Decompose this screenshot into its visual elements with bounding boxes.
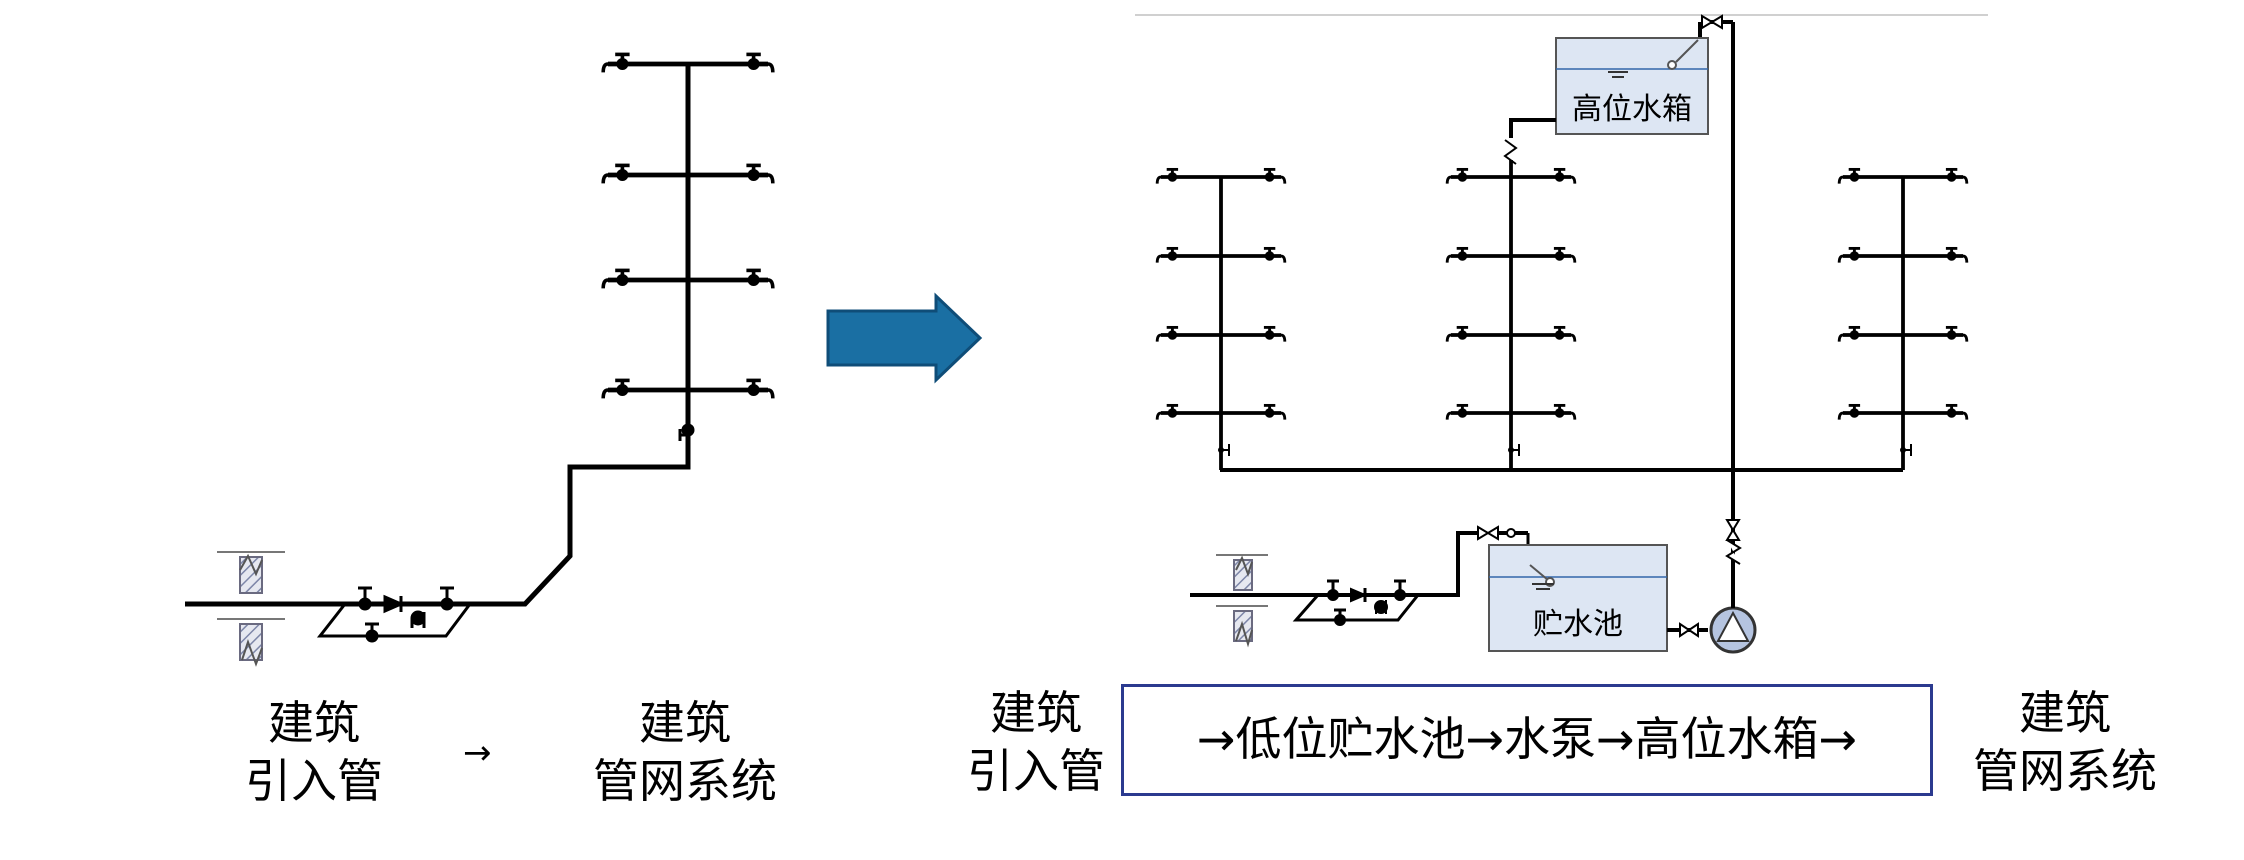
pump-suction-pipe xyxy=(1667,622,1708,638)
branch-pipe xyxy=(1445,246,1577,263)
riser-valve-icon xyxy=(1508,444,1520,456)
faucet-icon xyxy=(1553,403,1577,420)
top-gate-valve-icon xyxy=(1701,14,1723,30)
branch-pipe xyxy=(1837,325,1969,342)
faucet-icon xyxy=(1445,403,1469,420)
caption-line: 建筑 xyxy=(2019,686,2111,740)
riser-valve-icon xyxy=(1900,444,1912,456)
faucet-icon xyxy=(1155,403,1179,420)
caption-line: 管网系统 xyxy=(593,754,777,808)
branch-pipe xyxy=(601,52,775,73)
faucet-icon xyxy=(1837,246,1861,263)
tank-outlet-pipe xyxy=(1509,118,1556,138)
faucet-icon xyxy=(1263,325,1287,342)
caption-line: 引入管 xyxy=(245,754,383,808)
direct-supply-diagram xyxy=(185,52,775,667)
water-meter-assembly xyxy=(316,586,473,643)
faucet-icon xyxy=(1445,325,1469,342)
faucet-icon xyxy=(1945,246,1969,263)
faucet-icon xyxy=(746,52,775,73)
faucet-icon xyxy=(1945,167,1969,184)
low-reservoir: 贮水池 xyxy=(1488,544,1668,652)
riser xyxy=(1445,160,1577,470)
riser-valve-icon xyxy=(1218,444,1230,456)
wall-penetration-icon xyxy=(217,551,285,667)
left-caption-arrow: → xyxy=(463,733,492,773)
supply-pipe xyxy=(1190,531,1478,626)
faucet-risers xyxy=(1155,160,1969,470)
left-caption-from: 建筑 引入管 xyxy=(245,694,383,810)
left-caption-to: 建筑 管网系统 xyxy=(593,694,777,810)
check-valve-icon xyxy=(1725,519,1742,565)
faucet-icon xyxy=(1263,246,1287,263)
caption-line: 建筑 xyxy=(990,686,1082,740)
low-reservoir-label: 贮水池 xyxy=(1533,607,1623,642)
branch-pipe xyxy=(601,268,775,289)
branch-pipe xyxy=(1837,167,1969,184)
branch-pipe xyxy=(1445,403,1577,420)
branch-pipe xyxy=(1837,403,1969,420)
process-box: →低位贮水池→水泵→高位水箱→ xyxy=(1121,684,1933,796)
faucet-icon xyxy=(746,163,775,184)
faucet-branches xyxy=(601,52,775,399)
gate-valve-icon xyxy=(1477,525,1530,548)
riser xyxy=(1837,167,1969,470)
faucet-icon xyxy=(601,378,630,399)
branch-pipe xyxy=(1445,167,1577,184)
wall-penetration-icon xyxy=(1216,554,1268,648)
faucet-icon xyxy=(601,163,630,184)
faucet-icon xyxy=(1837,325,1861,342)
supply-pipe xyxy=(185,64,691,607)
faucet-icon xyxy=(1945,403,1969,420)
faucet-icon xyxy=(601,52,630,73)
branch-pipe xyxy=(601,378,775,399)
faucet-icon xyxy=(1445,167,1469,184)
branch-pipe xyxy=(1445,325,1577,342)
faucet-icon xyxy=(1837,167,1861,184)
right-caption-from: 建筑 引入管 xyxy=(967,684,1105,800)
faucet-icon xyxy=(1263,403,1287,420)
caption-line: 引入管 xyxy=(967,744,1105,798)
pump-icon xyxy=(1709,606,1757,654)
riser xyxy=(1155,167,1287,470)
tank-pump-supply-diagram: 贮水池 xyxy=(1135,14,1988,654)
faucet-icon xyxy=(746,268,775,289)
faucet-icon xyxy=(1155,167,1179,184)
riser xyxy=(601,52,775,399)
faucet-icon xyxy=(1837,403,1861,420)
faucet-icon xyxy=(1553,325,1577,342)
riser-valve-icon xyxy=(678,423,695,441)
faucet-icon xyxy=(1263,167,1287,184)
faucet-icon xyxy=(1445,246,1469,263)
faucet-icon xyxy=(601,268,630,289)
right-caption-to: 建筑 管网系统 xyxy=(1973,684,2157,800)
branch-pipe xyxy=(1155,325,1287,342)
high-tank-label: 高位水箱 xyxy=(1572,92,1692,127)
faucet-icon xyxy=(1945,325,1969,342)
caption-line: 建筑 xyxy=(639,696,731,750)
branch-pipe xyxy=(601,163,775,184)
branch-pipe xyxy=(1155,403,1287,420)
transition-arrow-icon xyxy=(826,292,983,384)
branch-pipe xyxy=(1155,167,1287,184)
faucet-icon xyxy=(1155,325,1179,342)
caption-line: 管网系统 xyxy=(1973,744,2157,798)
process-flow-text: →低位贮水池→水泵→高位水箱→ xyxy=(1196,712,1858,766)
caption-line: 建筑 xyxy=(268,696,360,750)
faucet-icon xyxy=(1553,167,1577,184)
high-tank: 高位水箱 xyxy=(1555,37,1709,135)
branch-pipe xyxy=(1837,246,1969,263)
branch-pipe xyxy=(1155,246,1287,263)
faucet-icon xyxy=(1155,246,1179,263)
faucet-icon xyxy=(746,378,775,399)
faucet-icon xyxy=(1553,246,1577,263)
